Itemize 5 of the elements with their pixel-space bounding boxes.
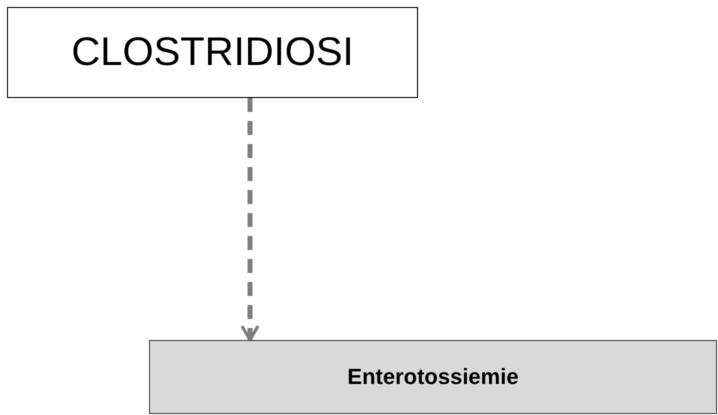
box-label: Enterotossiemie (347, 364, 519, 390)
category-box (149, 340, 717, 414)
box-label: CLOSTRIDIOSI (71, 30, 354, 75)
title-box (7, 7, 418, 98)
dashed-arrow (240, 98, 260, 342)
